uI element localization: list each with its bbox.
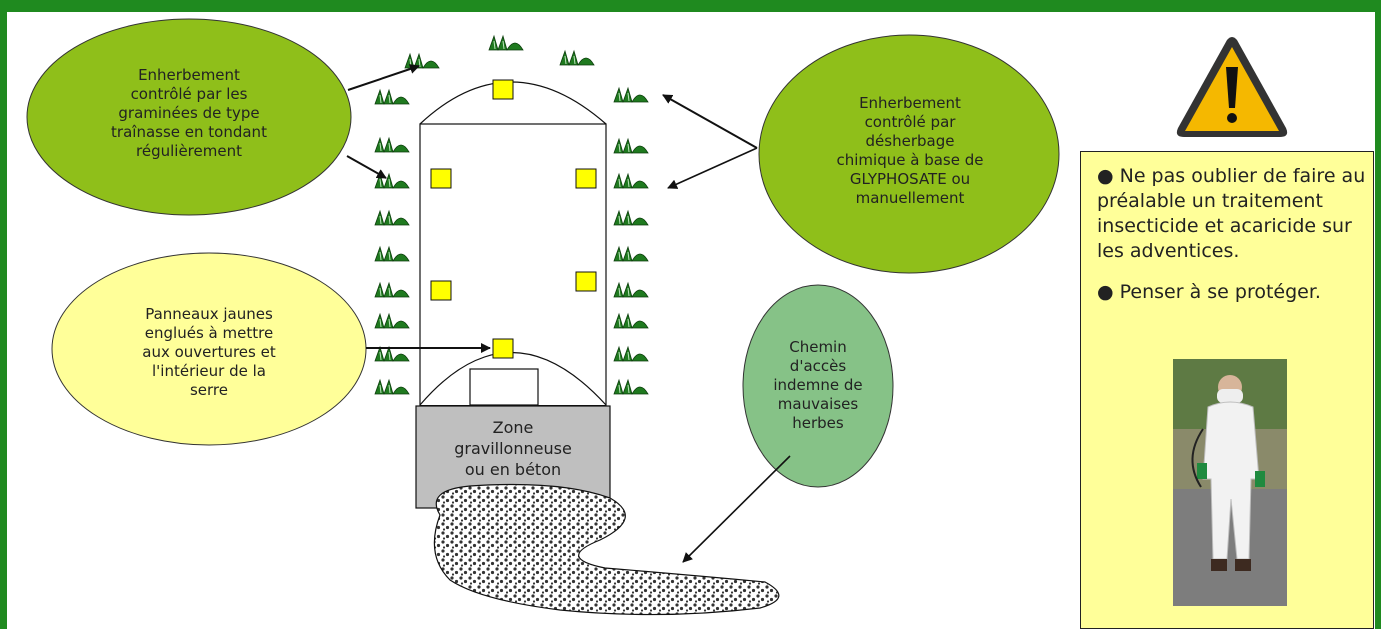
grass-tuft-icon — [613, 87, 649, 103]
arrow-chemin — [682, 455, 791, 563]
grass-tuft-icon — [613, 210, 649, 226]
grass-tuft-icon — [613, 313, 649, 329]
person-in-protective-suit-image — [1173, 359, 1287, 606]
yellow-sticky-trap-icon — [492, 79, 514, 100]
access-path — [433, 483, 780, 616]
grass-tuft-icon — [488, 35, 524, 51]
yellow-sticky-trap-icon — [492, 338, 514, 359]
grass-tuft-icon — [613, 379, 649, 395]
bubble-graminees — [26, 18, 352, 216]
grass-tuft-icon — [613, 173, 649, 189]
bubble-glyphosate — [758, 34, 1060, 274]
warning-bullet-protection: ● Penser à se protéger. — [1097, 281, 1321, 303]
greenhouse-door — [469, 368, 539, 406]
label-glyphosate-text: Enherbement contrôlé par désherbage chim… — [836, 94, 984, 207]
grass-tuft-icon — [404, 53, 440, 69]
grass-tuft-icon — [613, 138, 649, 154]
arrow-glyphosate-side — [667, 147, 758, 189]
arrow-graminees-side — [346, 155, 387, 179]
label-zone: Zone gravillonneuse ou en béton — [418, 412, 608, 484]
grass-tuft-icon — [613, 282, 649, 298]
label-glyphosate: Enherbement contrôlé par désherbage chim… — [820, 86, 1000, 216]
grass-tuft-icon — [374, 246, 410, 262]
warning-triangle-icon — [1176, 37, 1288, 137]
label-zone-text: Zone gravillonneuse ou en béton — [454, 417, 572, 479]
grass-tuft-icon — [559, 50, 595, 66]
yellow-sticky-trap-icon — [575, 168, 597, 189]
grass-tuft-icon — [374, 137, 410, 153]
arrow-graminees-top — [347, 64, 420, 91]
right-frame-border — [1375, 0, 1381, 629]
warning-panel: ● Ne pas oublier de faire au préalable u… — [1080, 151, 1374, 629]
grass-tuft-icon — [613, 246, 649, 262]
yellow-sticky-trap-icon — [430, 168, 452, 189]
label-panneaux-text: Panneaux jaunes englués à mettre aux ouv… — [142, 304, 276, 399]
bubble-chemin — [742, 284, 894, 488]
grass-tuft-icon — [374, 379, 410, 395]
label-panneaux: Panneaux jaunes englués à mettre aux ouv… — [114, 300, 304, 404]
top-frame-bar — [0, 0, 1381, 12]
warning-text: ● Ne pas oublier de faire au préalable u… — [1097, 164, 1367, 321]
yellow-sticky-trap-icon — [430, 280, 452, 301]
label-chemin: Chemin d'accès indemne de mauvaises herb… — [758, 325, 878, 445]
grass-tuft-icon — [613, 346, 649, 362]
yellow-sticky-trap-icon — [575, 271, 597, 292]
label-graminees: Enherbement contrôlé par les graminées d… — [94, 63, 284, 163]
grass-tuft-icon — [374, 173, 410, 189]
arrow-glyphosate-top — [662, 94, 758, 149]
protective-suit-photo — [1173, 359, 1287, 606]
grass-tuft-icon — [374, 282, 410, 298]
grass-tuft-icon — [374, 89, 410, 105]
grass-tuft-icon — [374, 346, 410, 362]
warning-bullet-insecticide: ● Ne pas oublier de faire au préalable u… — [1097, 165, 1366, 262]
grass-tuft-icon — [374, 313, 410, 329]
label-graminees-text: Enherbement contrôlé par les graminées d… — [111, 65, 267, 160]
grass-tuft-icon — [374, 210, 410, 226]
label-chemin-text: Chemin d'accès indemne de mauvaises herb… — [773, 337, 863, 432]
left-frame-border — [0, 0, 7, 629]
